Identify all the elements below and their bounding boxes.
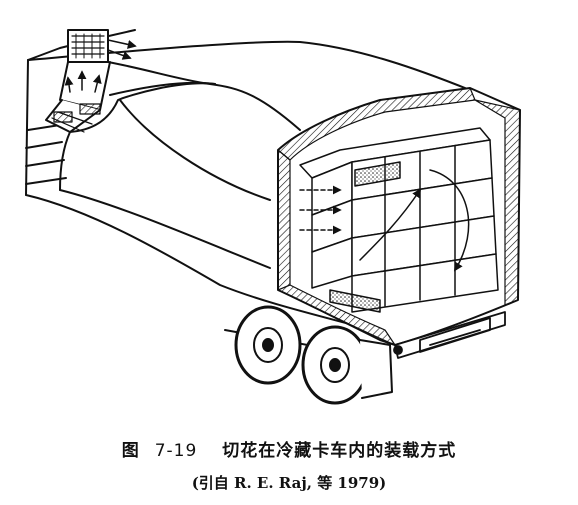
flower-cartons (299, 127, 499, 313)
refrigeration-unit (45, 29, 111, 133)
figure-title: 切花在冷藏卡车内的装载方式 (222, 441, 457, 461)
figure-number: 7-19 (154, 441, 198, 461)
truck-illustration (25, 29, 521, 405)
figure-label: 图 (121, 441, 140, 461)
wheels (224, 305, 393, 405)
rear-bumper (393, 311, 506, 359)
figure-caption-title: 图 7-19 切花在冷藏卡车内的装载方式 (0, 436, 578, 461)
air-flow-arrows-front (64, 39, 137, 93)
figure-source: (引自 R. E. Raj, 等 1979) (191, 474, 387, 492)
cargo-cover (59, 61, 301, 201)
